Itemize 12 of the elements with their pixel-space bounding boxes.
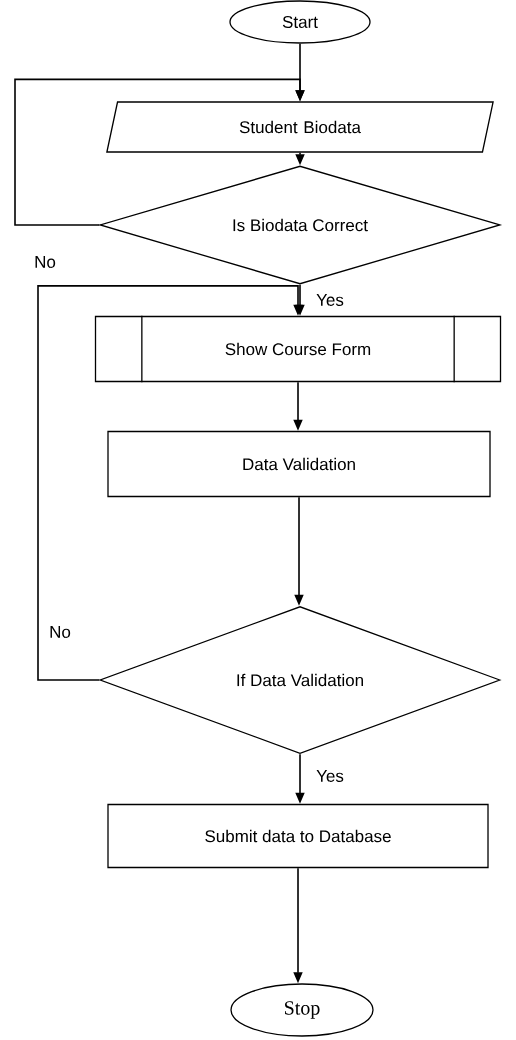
edge-label: Yes xyxy=(315,293,345,307)
stop-terminal: Stop xyxy=(230,983,374,1037)
arrow xyxy=(14,78,305,226)
input-parallelogram: Student Biodata xyxy=(106,101,494,153)
process-box: Data Validation xyxy=(107,430,491,498)
edge-label: No xyxy=(33,255,57,269)
edge-label: Yes xyxy=(315,769,345,783)
process-box: Submit data to Database xyxy=(107,803,489,869)
arrow xyxy=(37,285,303,681)
start-terminal: Start xyxy=(229,0,371,44)
edge-label: No xyxy=(48,625,72,639)
predefined-process-box: Show Course Form xyxy=(94,315,502,383)
